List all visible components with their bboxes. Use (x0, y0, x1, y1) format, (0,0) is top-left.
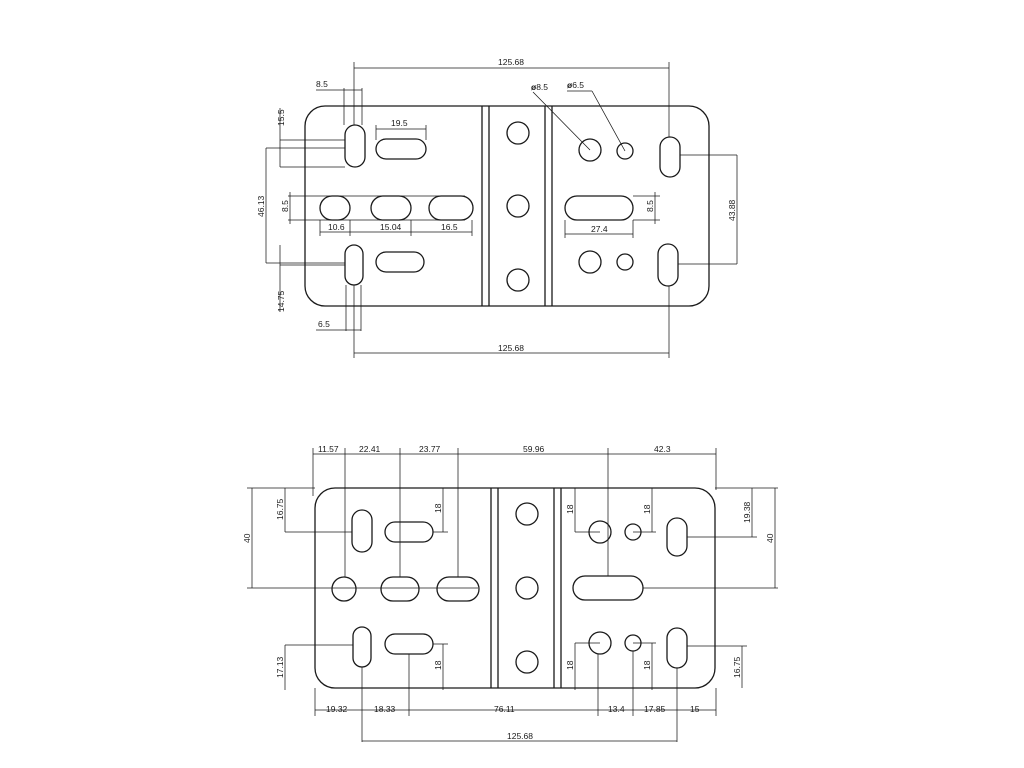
bottom-mid-slot (380, 576, 420, 602)
dim-mid-pitch-2: 15.04 (380, 222, 402, 232)
top-hole-large (578, 250, 602, 274)
dim-right-slot-length: 27.4 (591, 224, 608, 234)
dim-mid-slot-width: 8.5 (280, 200, 290, 212)
dim-top-3: 23.77 (419, 444, 441, 454)
dim-diameter-large: ø8.5 (531, 82, 548, 92)
dim-mid-pitch-1: 10.6 (328, 222, 345, 232)
dim-slot-width-top: 8.5 (316, 79, 328, 89)
top-hole-large (578, 138, 602, 162)
top-vertical-slot (344, 124, 366, 168)
bottom-strip-hole (515, 576, 539, 600)
dim-slot-offset-top: 15.5 (276, 109, 286, 126)
bottom-right-long-slot (572, 575, 644, 601)
bottom-horizontal-slot (384, 521, 434, 543)
dim-height-left: 40 (242, 533, 252, 543)
dim-hole-upper-b: 18 (642, 504, 652, 514)
dim-hole-lower-b: 18 (642, 660, 652, 670)
dim-bottom-4: 13.4 (608, 704, 625, 714)
dim-right-span: 43.88 (727, 199, 737, 221)
dim-bottom-2: 18.33 (374, 704, 396, 714)
dim-bottom-5: 17.85 (644, 704, 666, 714)
top-mid-slot (428, 195, 474, 221)
dim-mid-pitch-3: 16.5 (441, 222, 458, 232)
dim-top-5: 42.3 (654, 444, 671, 454)
bottom-strip-hole (515, 502, 539, 526)
dim-right-upper: 19.38 (742, 501, 752, 523)
dim-top-overall: 125.68 (498, 57, 524, 67)
dim-slot-width-bottom: 6.5 (318, 319, 330, 329)
dim-bottom-1: 19.32 (326, 704, 348, 714)
top-right-vertical-slot (657, 243, 679, 287)
top-hole-small (616, 142, 634, 160)
dim-right-slot-width: 8.5 (645, 200, 655, 212)
bottom-right-vertical-slot (666, 517, 688, 557)
top-dimensions: 125.68 8.5 ø8.5 ø6.5 15.5 19.5 46.13 (256, 57, 738, 358)
bottom-mid-slot (331, 576, 357, 602)
dim-right-lower: 16.75 (732, 656, 742, 678)
bottom-horizontal-slot (384, 633, 434, 655)
dim-left-lower: 17.13 (275, 656, 285, 678)
bottom-dimensions: 11.57 22.41 23.77 59.96 42.3 40 16.75 17… (242, 444, 778, 742)
dim-slot-offset-bottom: 14.75 (276, 290, 286, 312)
top-horizontal-slot (375, 251, 425, 273)
bottom-view: 11.57 22.41 23.77 59.96 42.3 40 16.75 17… (242, 444, 778, 742)
top-mid-slot (370, 195, 412, 221)
bottom-mid-slot (436, 576, 480, 602)
dim-height-right: 40 (765, 533, 775, 543)
bottom-vertical-slot (352, 626, 372, 668)
dim-left-upper: 16.75 (275, 498, 285, 520)
dim-left-span: 46.13 (256, 195, 266, 217)
bottom-strip-hole (515, 650, 539, 674)
top-strip-hole (506, 121, 530, 145)
top-horizontal-slot (375, 138, 427, 160)
top-plate-outline (304, 105, 710, 307)
dim-slot-lower-right: 18 (433, 660, 443, 670)
dim-hole-lower-a: 18 (565, 660, 575, 670)
top-vertical-slot (344, 244, 364, 286)
dim-hole-upper-a: 18 (565, 504, 575, 514)
top-right-vertical-slot (659, 136, 681, 178)
dim-top-4: 59.96 (523, 444, 545, 454)
dim-diameter-small: ø6.5 (567, 80, 584, 90)
dim-bottom-overall: 125.68 (498, 343, 524, 353)
top-view: 125.68 8.5 ø8.5 ø6.5 15.5 19.5 46.13 (256, 57, 738, 358)
dim-slot-length-top: 19.5 (391, 118, 408, 128)
top-strip-hole (506, 268, 530, 292)
dim-top-1: 11.57 (318, 444, 339, 454)
top-hole-small (616, 253, 634, 271)
dim-bottom-3: 76.11 (494, 704, 515, 714)
top-strip-hole (506, 194, 530, 218)
dim-bottom-6: 15 (690, 704, 700, 714)
dim-top-2: 22.41 (359, 444, 381, 454)
dim-slot-upper-right: 18 (433, 503, 443, 513)
bottom-vertical-slot (351, 509, 373, 553)
bottom-right-vertical-slot (666, 627, 688, 669)
top-right-long-slot (564, 195, 634, 221)
top-mid-slot (319, 195, 351, 221)
dim-bottom-overall: 125.68 (507, 731, 533, 741)
